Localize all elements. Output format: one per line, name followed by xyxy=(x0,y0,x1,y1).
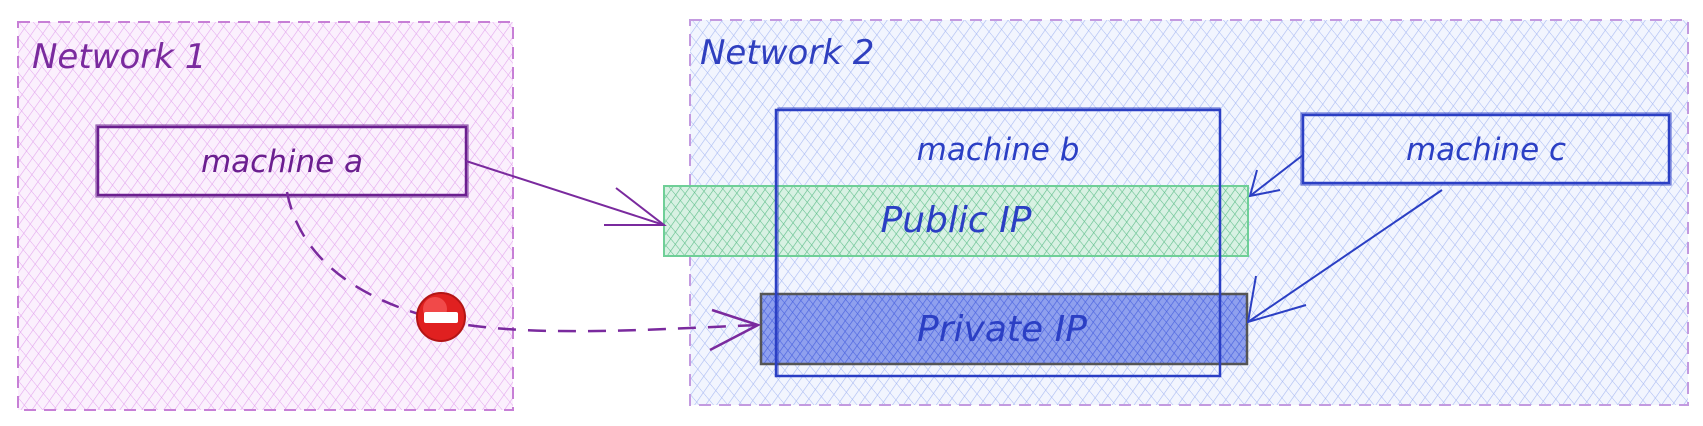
private-ip-label: Private IP xyxy=(917,309,1087,350)
private-ip-interface xyxy=(759,292,1249,366)
network-2-label: Network 2 xyxy=(700,33,874,73)
machine-c-label: machine c xyxy=(1406,132,1566,168)
machine-b-label: machine b xyxy=(917,132,1080,168)
network-1-label: Network 1 xyxy=(32,37,206,77)
public-ip-label: Public IP xyxy=(881,200,1032,241)
arrow-a-to-public-ip xyxy=(465,160,667,226)
no-entry-icon xyxy=(416,292,466,342)
public-ip-interface xyxy=(663,185,1249,257)
machine-b-box: machine b xyxy=(774,107,1222,378)
machine-c-box: machine c xyxy=(1300,112,1672,186)
machine-a-label: machine a xyxy=(201,144,363,180)
arrow-c-to-private-ip xyxy=(1246,189,1443,324)
arrow-c-to-public-ip xyxy=(1248,154,1304,198)
network-1-zone: Network 1 xyxy=(17,21,514,411)
